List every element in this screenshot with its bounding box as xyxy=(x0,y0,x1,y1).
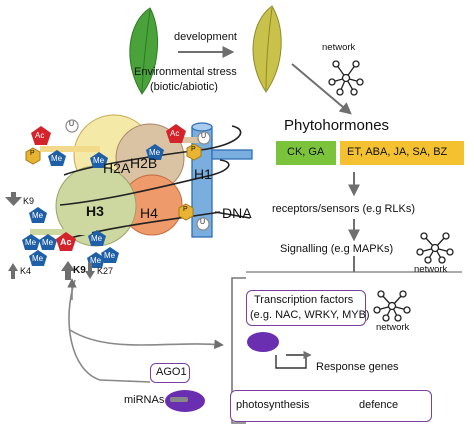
ago1-label: AGO1 xyxy=(156,366,187,378)
p-label: P xyxy=(183,206,188,213)
p-markers xyxy=(25,143,202,221)
me-label: Me xyxy=(42,238,54,247)
hormone-group-a-label: CK, GA xyxy=(287,146,325,158)
development-label: development xyxy=(174,31,237,43)
stress-arrow xyxy=(291,63,352,115)
me-label: Me xyxy=(93,156,105,165)
h1-label: H1 xyxy=(194,166,212,182)
u-label: U xyxy=(69,121,75,128)
nucleosome xyxy=(30,114,253,247)
epigenetic-arrow xyxy=(69,329,224,350)
phytohormones-title: Phytohormones xyxy=(284,117,390,134)
ac-label: Ac xyxy=(60,237,72,247)
transcription-factors-box: Transcription factors (e.g. NAC, WRKY, M… xyxy=(246,290,370,326)
k9-top-label: K9 xyxy=(23,196,35,206)
stress-sublabel: (biotic/abiotic) xyxy=(150,81,218,93)
ac-label: Ac xyxy=(35,131,45,140)
defence-label: defence xyxy=(359,399,399,411)
mirna-strand xyxy=(170,397,188,402)
ac-label: Ac xyxy=(170,129,180,138)
green-leaf-icon xyxy=(129,7,159,95)
signalling-network-icon xyxy=(416,232,454,264)
me-markers xyxy=(22,144,164,268)
modification-arrows xyxy=(5,192,95,280)
tf-label: Transcription factors xyxy=(254,294,354,306)
network-icon xyxy=(328,60,364,96)
dna-pointer xyxy=(214,211,251,219)
receptors-label: receptors/sensors (e.g RLKs) xyxy=(272,203,416,215)
signalling-label: Signalling (e.g MAPKs) xyxy=(280,243,394,255)
me-label: Me xyxy=(91,234,103,243)
photosynthesis-label: photosynthesis xyxy=(236,399,310,411)
me-label: Me xyxy=(32,211,44,220)
response-genes-label: Response genes xyxy=(316,361,399,373)
ac-markers xyxy=(31,124,186,251)
h4-label: H4 xyxy=(140,205,158,221)
outcome-bracket xyxy=(231,277,246,424)
k9-label: K9 xyxy=(73,265,86,276)
signalling-network-label: network xyxy=(414,264,448,275)
ago1-box: AGO1 xyxy=(150,363,190,383)
tf-protein-blob xyxy=(247,332,279,352)
me-label: Me xyxy=(25,238,37,247)
gene-line xyxy=(275,355,307,369)
tf-examples: (e.g. NAC, WRKY, MYB) xyxy=(250,309,370,321)
mirna-curve xyxy=(68,279,151,383)
k27-label: K27 xyxy=(97,266,114,276)
p-label: P xyxy=(30,150,35,157)
h2a-label: H2A xyxy=(103,160,131,176)
network-label: network xyxy=(322,42,356,53)
u-markers xyxy=(65,119,211,231)
mirnas-label: miRNAs xyxy=(124,394,165,406)
h2b-label: H2B xyxy=(130,155,158,171)
h3-label: H3 xyxy=(86,203,104,219)
me-label: Me xyxy=(149,148,161,157)
tf-network-icon xyxy=(373,290,411,322)
me-label: Me xyxy=(32,254,44,263)
me-label: Me xyxy=(90,256,102,265)
p-label: P xyxy=(191,146,196,153)
yellow-leaf-icon xyxy=(252,5,282,93)
hormone-group-b-label: ET, ABA, JA, SA, BZ xyxy=(347,146,448,158)
hormone-group-a: CK, GA xyxy=(276,141,336,165)
me-label: Me xyxy=(51,154,63,163)
outcome-box: photosynthesis defence xyxy=(230,390,432,422)
hormone-group-b: ET, ABA, JA, SA, BZ xyxy=(340,141,464,165)
k4-label: K4 xyxy=(20,266,32,276)
u-label: U xyxy=(201,133,207,140)
dna-label: DNA xyxy=(222,205,252,221)
tf-network-label: network xyxy=(376,322,410,333)
me-label: Me xyxy=(104,251,116,260)
stress-label: Environmental stress xyxy=(134,66,237,78)
u-label: U xyxy=(200,219,206,226)
